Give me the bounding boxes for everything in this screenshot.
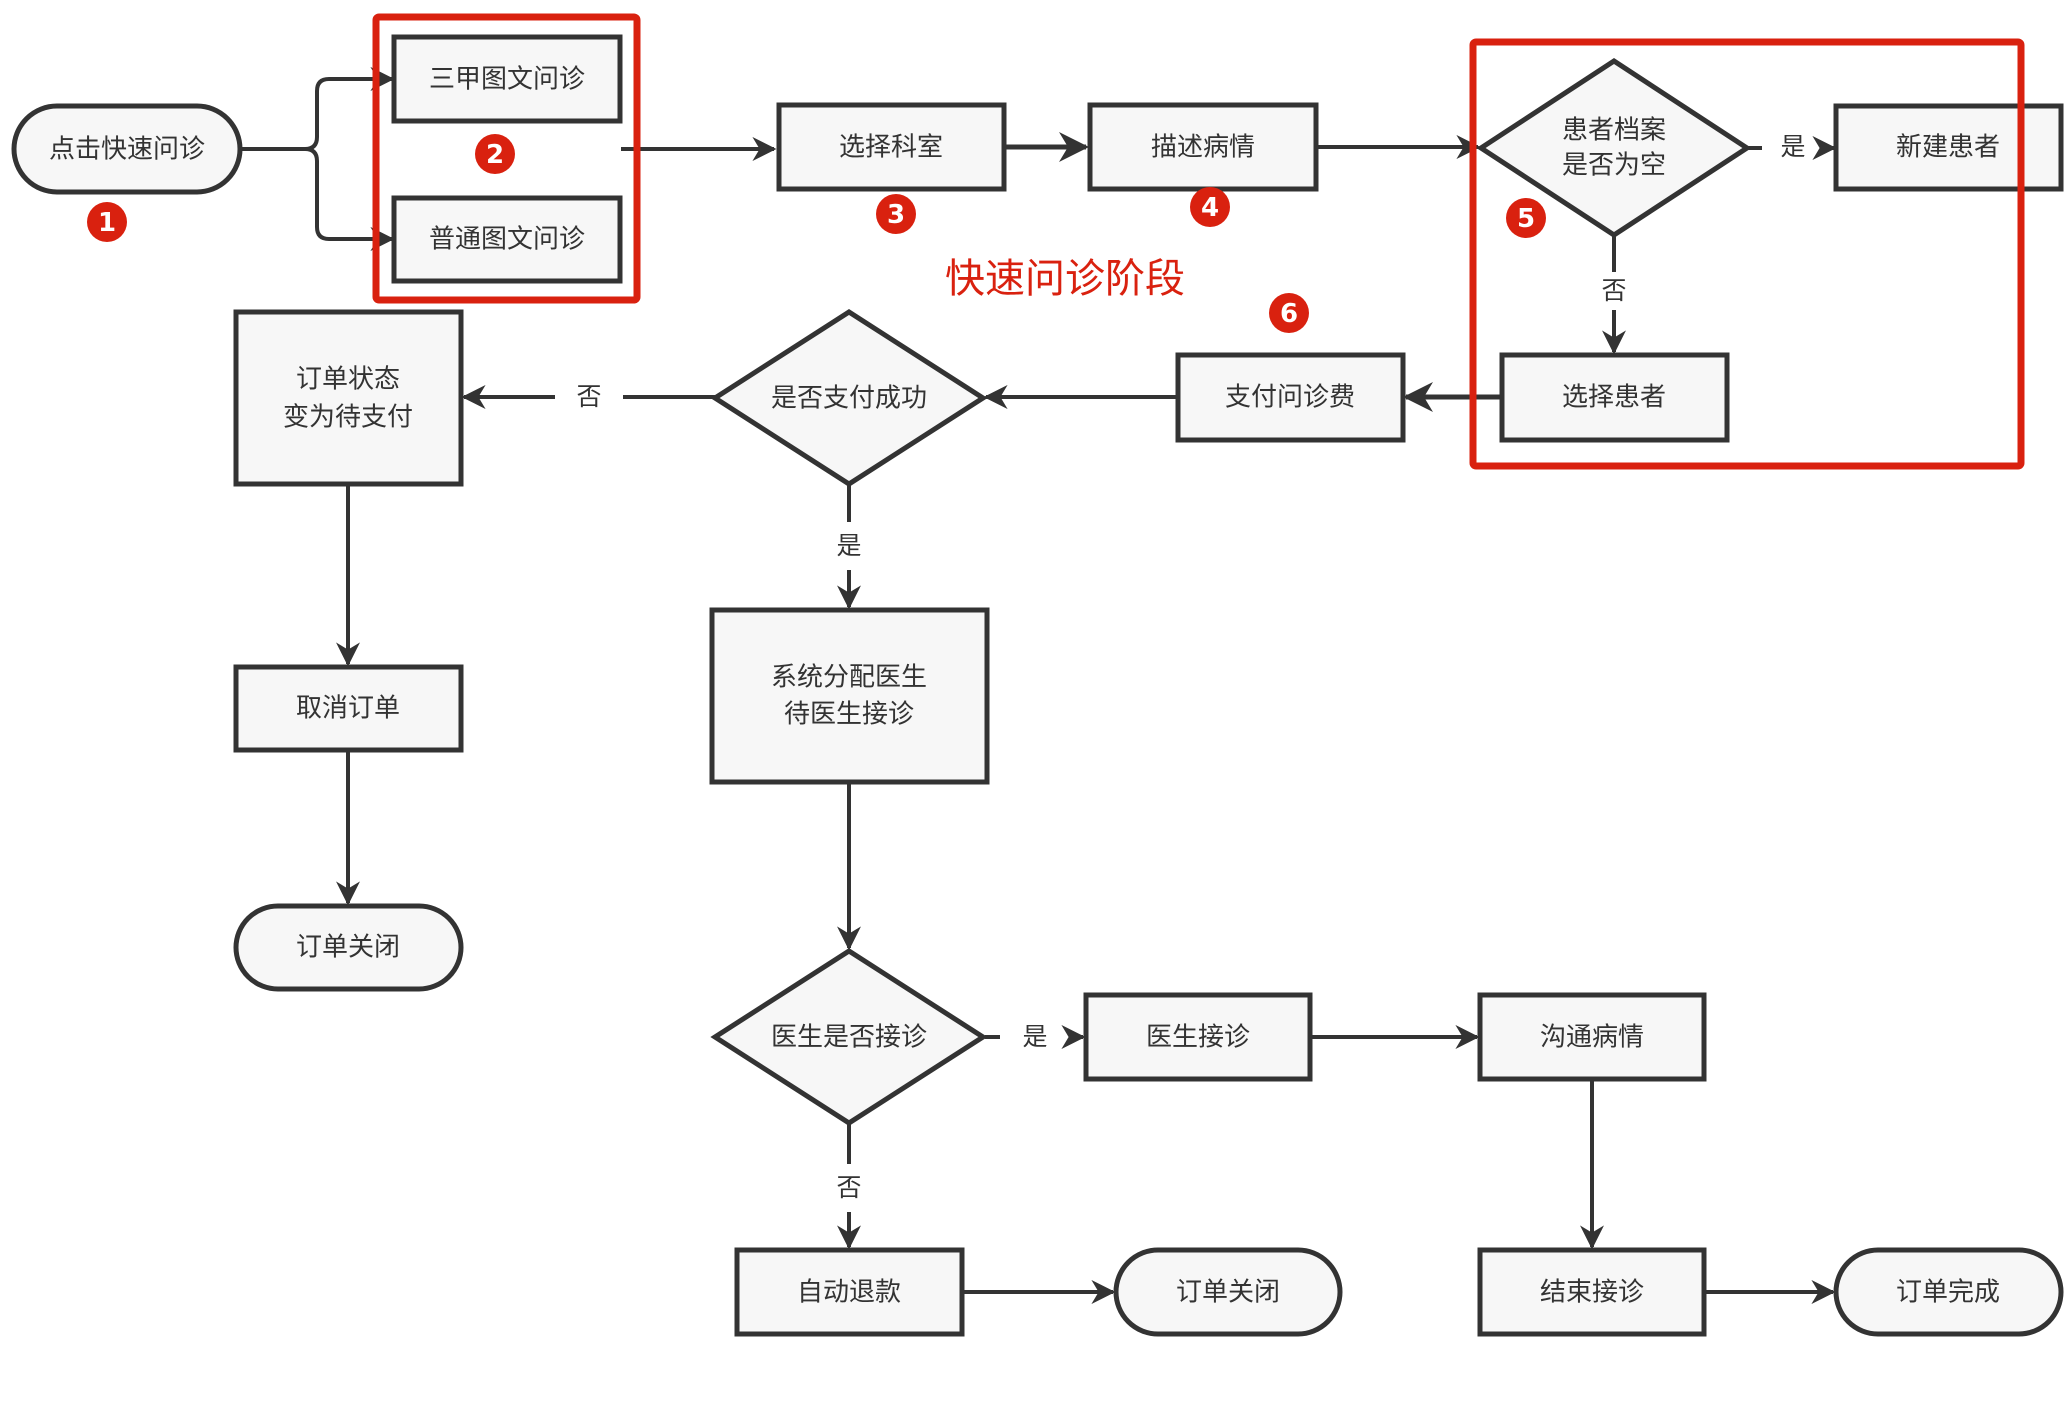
node-order-closed-2[interactable]: 订单关闭 — [1113, 1247, 1343, 1337]
node-pay-success-label: 是否支付成功 — [771, 384, 927, 414]
node-pay-fee[interactable]: 支付问诊费 — [1175, 352, 1406, 443]
node-select-patient-label: 选择患者 — [1562, 383, 1666, 413]
node-describe-label: 描述病情 — [1151, 133, 1255, 163]
svg-text:3: 3 — [887, 200, 905, 230]
node-order-closed-1-label: 订单关闭 — [296, 933, 400, 963]
node-describe[interactable]: 描述病情 — [1087, 102, 1319, 192]
svg-text:2: 2 — [486, 140, 504, 170]
edge-bracket-top — [304, 67, 395, 151]
highlight-box-consult-type — [372, 13, 641, 304]
step-badge-3: 3 — [876, 194, 916, 234]
node-top-hospital[interactable]: 三甲图文问诊 — [391, 34, 623, 124]
node-new-patient[interactable]: 新建患者 — [1833, 103, 2064, 192]
node-order-complete[interactable]: 订单完成 — [1833, 1247, 2064, 1337]
step-badge-6: 6 — [1269, 293, 1309, 333]
svg-text:5: 5 — [1517, 204, 1535, 234]
node-profile-check-line2: 是否为空 — [1562, 151, 1666, 181]
node-profile-check[interactable]: 患者档案 是否为空 — [1476, 58, 1752, 238]
edge-bracket-bottom — [304, 147, 395, 251]
node-order-complete-label: 订单完成 — [1896, 1278, 2000, 1308]
node-pending-line1: 订单状态 — [296, 365, 400, 395]
node-pay-fee-label: 支付问诊费 — [1225, 383, 1355, 413]
label-accept-no: 否 — [836, 1173, 861, 1202]
node-pending-payment[interactable]: 订单状态 变为待支付 — [233, 309, 464, 487]
edges — [240, 67, 1837, 1304]
node-cancel-order-label: 取消订单 — [296, 694, 400, 724]
node-select-dept[interactable]: 选择科室 — [776, 102, 1007, 192]
node-normal[interactable]: 普通图文问诊 — [391, 195, 623, 284]
node-pending-line2: 变为待支付 — [283, 403, 413, 433]
step-badge-4: 4 — [1190, 187, 1230, 227]
label-accept-yes: 是 — [1022, 1022, 1047, 1051]
svg-text:4: 4 — [1201, 193, 1219, 223]
node-select-dept-label: 选择科室 — [839, 133, 943, 163]
node-auto-refund[interactable]: 自动退款 — [734, 1247, 965, 1337]
phase-title: 快速问诊阶段 — [945, 256, 1185, 302]
step-badge-5: 5 — [1506, 198, 1546, 238]
node-end-consult[interactable]: 结束接诊 — [1477, 1247, 1707, 1337]
node-cancel-order[interactable]: 取消订单 — [233, 664, 464, 753]
svg-text:1: 1 — [98, 208, 116, 238]
node-doctor-accept-check[interactable]: 医生是否接诊 — [710, 948, 988, 1126]
node-normal-label: 普通图文问诊 — [429, 225, 585, 255]
node-doctor-accept-check-label: 医生是否接诊 — [771, 1023, 927, 1053]
label-profile-no: 否 — [1601, 276, 1626, 305]
node-doctor-accept[interactable]: 医生接诊 — [1083, 992, 1313, 1082]
node-start[interactable]: 点击快速问诊 — [11, 103, 243, 195]
svg-text:6: 6 — [1280, 299, 1298, 329]
node-assign-line1: 系统分配医生 — [771, 663, 927, 693]
node-auto-refund-label: 自动退款 — [797, 1278, 901, 1308]
node-order-closed-2-label: 订单关闭 — [1176, 1278, 1280, 1308]
label-pay-no: 否 — [576, 382, 601, 411]
node-order-closed-1[interactable]: 订单关闭 — [233, 903, 464, 992]
node-profile-check-line1: 患者档案 — [1562, 116, 1666, 146]
highlight-box-patient-profile — [1469, 38, 2025, 470]
label-pay-yes: 是 — [836, 531, 861, 560]
step-badge-2: 2 — [475, 134, 515, 174]
label-profile-yes: 是 — [1780, 132, 1805, 161]
step-badge-1: 1 — [87, 202, 127, 242]
node-pay-success[interactable]: 是否支付成功 — [710, 309, 988, 487]
node-doctor-accept-label: 医生接诊 — [1146, 1023, 1250, 1053]
node-top-hospital-label: 三甲图文问诊 — [429, 65, 585, 95]
node-communicate-label: 沟通病情 — [1540, 1023, 1644, 1053]
node-new-patient-label: 新建患者 — [1896, 133, 2000, 163]
node-start-label: 点击快速问诊 — [49, 135, 205, 165]
node-assign-doctor[interactable]: 系统分配医生 待医生接诊 — [709, 607, 990, 785]
node-end-consult-label: 结束接诊 — [1540, 1278, 1644, 1308]
node-select-patient[interactable]: 选择患者 — [1499, 352, 1730, 443]
node-communicate[interactable]: 沟通病情 — [1477, 992, 1707, 1082]
node-assign-line2: 待医生接诊 — [784, 700, 914, 730]
